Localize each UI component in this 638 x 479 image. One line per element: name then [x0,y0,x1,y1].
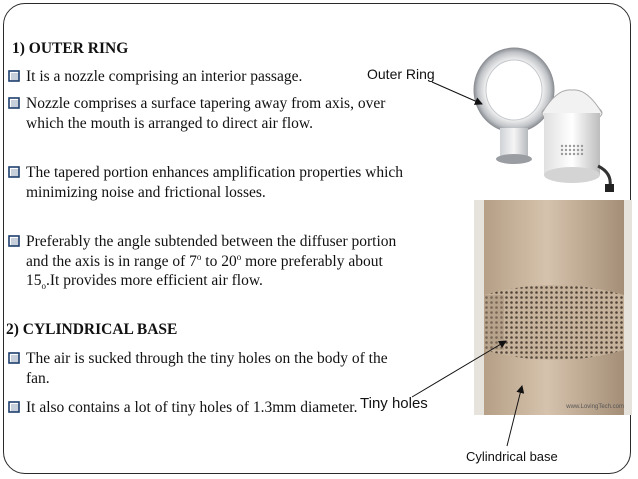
bullet-text-part: to 20 [201,252,237,270]
checkbox-bullet-icon [8,97,20,109]
checkbox-bullet-icon [8,235,20,247]
degree-subscript: o [41,281,47,292]
checkbox-bullet-icon [8,352,20,364]
bullet-item: It is a nozzle comprising an interior pa… [8,67,406,87]
bullet-text: Nozzle comprises a surface tapering away… [26,95,386,132]
checkbox-bullet-icon [8,166,20,178]
label-outer-ring: Outer Ring [367,66,435,82]
bullet-text: The air is sucked through the tiny holes… [26,350,388,387]
degree-superscript: o [196,251,202,262]
checkbox-bullet-icon [8,401,20,413]
section-heading-cylindrical-base: 2) CYLINDRICAL BASE [6,321,178,338]
bullet-item: Preferably the angle subtended between t… [8,232,406,291]
bullet-item: Nozzle comprises a surface tapering away… [8,94,406,133]
section-heading-outer-ring: 1) OUTER RING [12,40,129,57]
bullet-item: It also contains a lot of tiny holes of … [8,398,406,418]
bullet-text-part: Preferably the angle subtended between t… [26,233,397,270]
checkbox-bullet-icon [8,70,20,82]
cylindrical-base-photo: www.LovingTech.com [474,200,632,415]
arrow-tiny-holes [411,340,507,398]
arrow-outer-ring [431,81,483,105]
label-cylindrical-base: Cylindrical base [466,449,558,464]
bullet-text: The tapered portion enhances amplificati… [26,164,404,201]
bullet-text-part: more preferably about 15 [26,252,383,290]
photo-credit-text: www.LovingTech.com [565,404,624,410]
bullet-text-part: .It provides more efficient air flow. [46,272,263,289]
bladeless-fan-image [473,47,614,192]
bullet-text: It is a nozzle comprising an interior pa… [26,68,303,85]
bullet-text: It also contains a lot of tiny holes of … [26,399,358,416]
bullet-item: The air is sucked through the tiny holes… [8,349,406,388]
bullet-item: The tapered portion enhances amplificati… [8,163,406,202]
label-tiny-holes: Tiny holes [360,395,428,412]
degree-superscript: o [236,251,242,262]
arrow-cylindrical-base [506,385,525,447]
